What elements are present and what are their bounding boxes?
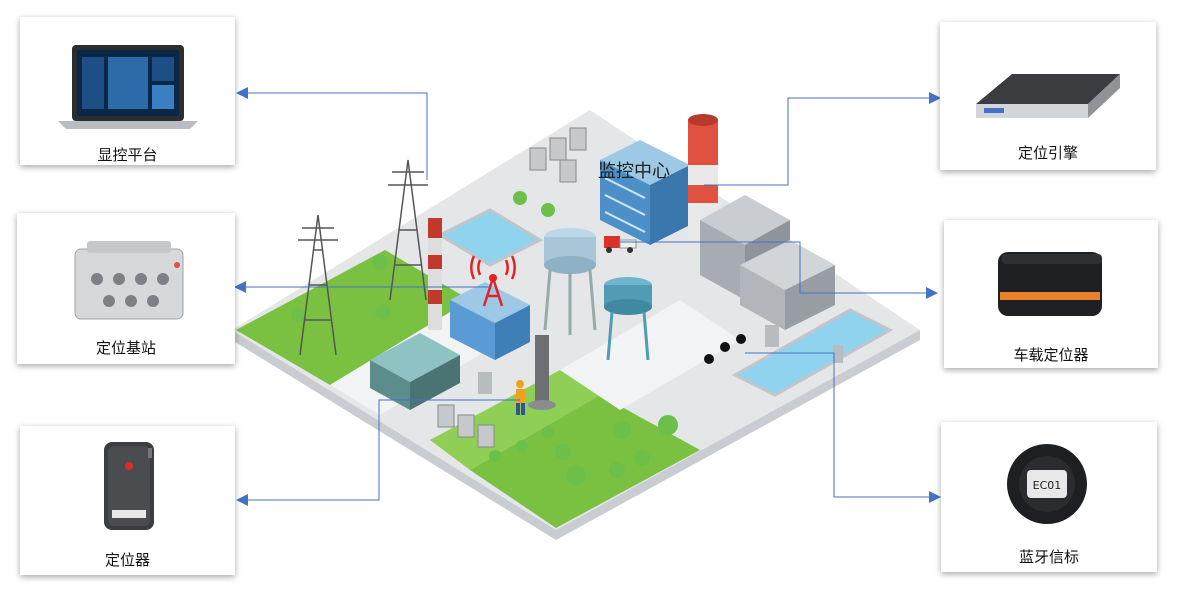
station-building-front <box>450 300 495 360</box>
monitor-building-roof <box>600 140 690 185</box>
beacon-model-text: EC01 <box>1033 479 1062 492</box>
beacon-dots <box>704 334 746 364</box>
water-tower-2 <box>604 277 652 361</box>
warehouse-front <box>370 360 410 410</box>
station-building-side <box>495 305 530 360</box>
pool-top <box>436 208 544 267</box>
vehicle-locator-label: 车载定位器 <box>1013 346 1089 364</box>
line-bluetooth-beacon <box>745 352 930 498</box>
scene-base <box>232 110 920 530</box>
tanks <box>478 325 843 394</box>
trees <box>291 191 678 485</box>
center-pole <box>535 335 549 405</box>
line-display-platform <box>244 92 428 180</box>
plant-front <box>700 220 745 300</box>
worker-icon <box>516 380 525 415</box>
arrow-bluetooth-beacon <box>929 491 941 503</box>
bluetooth-beacon-label: 蓝牙信标 <box>1018 548 1079 566</box>
line-vehicle-locator <box>620 241 927 294</box>
card-vehicle-locator: 车载定位器 <box>944 220 1158 368</box>
pylon-1 <box>298 214 338 356</box>
antenna-icon <box>470 255 516 307</box>
beacon-device-icon: EC01 <box>1007 444 1087 524</box>
base-station-label: 定位基站 <box>95 339 156 357</box>
connector-lines <box>244 92 930 501</box>
server-device-icon <box>976 74 1120 118</box>
laptop-icon <box>58 45 198 129</box>
plant2-roof <box>740 240 835 290</box>
arrow-vehicle-locator <box>926 287 938 299</box>
pylon-2 <box>388 159 428 301</box>
substation-top <box>529 127 587 183</box>
arrow-positioning-engine <box>929 92 941 104</box>
card-bluetooth-beacon: EC01 蓝牙信标 <box>941 422 1157 572</box>
warehouse-roof <box>370 333 460 382</box>
truck-icon <box>604 236 637 253</box>
grass-strip <box>430 370 600 470</box>
station-building-roof <box>450 282 530 323</box>
plant2-side <box>785 265 835 330</box>
arrowheads <box>234 87 941 506</box>
line-locator <box>244 399 520 501</box>
arrow-display-platform <box>236 87 248 99</box>
monitor-building-side <box>650 165 690 245</box>
arrow-locator <box>236 494 248 506</box>
monitoring-center-label: 监控中心 <box>598 161 670 182</box>
positioning-engine-label: 定位引擎 <box>1017 144 1078 162</box>
vehicle-locator-device-icon <box>998 252 1102 316</box>
card-display-platform: 显控平台 <box>20 17 235 165</box>
base-station-device-icon <box>74 241 184 320</box>
grass-left <box>236 250 470 385</box>
plant2-front <box>740 265 785 330</box>
road-2 <box>560 300 740 410</box>
line-positioning-engine <box>704 97 930 186</box>
card-positioning-engine: 定位引擎 <box>940 22 1156 170</box>
display-platform-label: 显控平台 <box>97 146 158 164</box>
card-locator: 定位器 <box>20 426 235 575</box>
card-base-station: 定位基站 <box>17 213 235 364</box>
locator-device-icon <box>104 442 154 530</box>
grass-bottom <box>470 395 700 528</box>
substation-bottom <box>437 404 495 448</box>
warehouse-side <box>410 355 460 410</box>
locator-label: 定位器 <box>104 551 150 569</box>
arrow-base-station <box>234 281 246 293</box>
water-tower-1 <box>543 228 597 335</box>
